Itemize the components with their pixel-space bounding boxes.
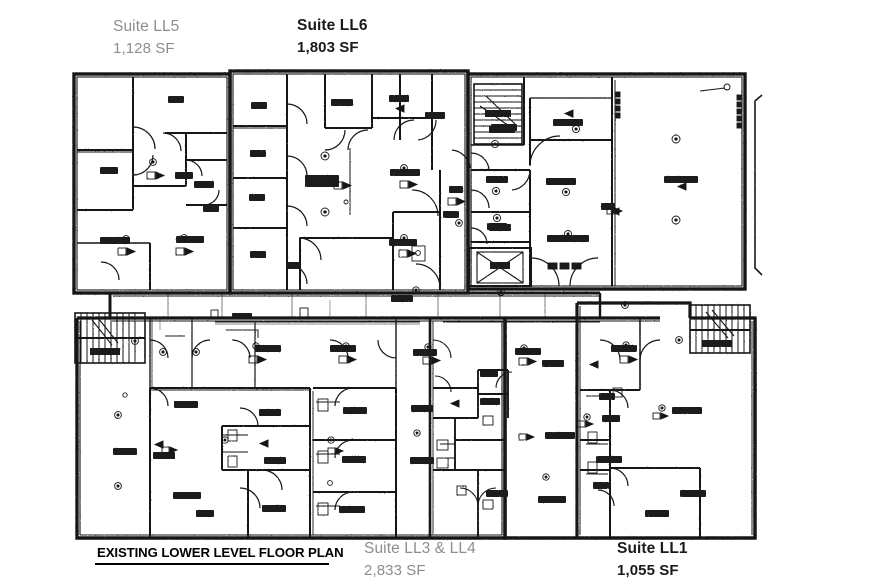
partitions-upper-right <box>470 77 616 286</box>
central-corridor <box>108 291 602 318</box>
door-swings-upper-right <box>451 135 599 287</box>
door-swings-upper-middle <box>286 103 441 289</box>
fixtures-upper-right <box>547 91 742 270</box>
suite-area-ll3-ll4: 2,833 SF <box>364 562 426 580</box>
suite-callout-ll3-ll4: Suite LL3 & LL4 2,833 SF <box>364 538 476 582</box>
stair-lower-right <box>689 304 751 354</box>
stair-upper-right <box>473 83 523 145</box>
casework-and-fixtures <box>210 245 623 516</box>
stair-lower-left <box>74 312 146 364</box>
suite-name-ll5: Suite LL5 <box>113 18 180 35</box>
suite-callout-ll6: Suite LL6 1,803 SF <box>297 15 368 59</box>
exterior-walls-lower <box>75 301 757 540</box>
partitions-suite-ll1 <box>580 318 701 538</box>
plumbing-tap-detail <box>165 329 259 338</box>
suite-name-ll6: Suite LL6 <box>297 17 368 34</box>
suite-callout-ll1: Suite LL1 1,055 SF <box>617 538 688 582</box>
suite-name-ll3-ll4: Suite LL3 & LL4 <box>364 540 476 557</box>
corridor-service-lines <box>159 300 600 330</box>
suite-area-ll1: 1,055 SF <box>617 562 679 580</box>
suite-name-ll1: Suite LL1 <box>617 540 688 557</box>
ceiling-device-symbols <box>114 124 683 490</box>
partitions-toilet-core <box>433 369 509 538</box>
building-extent-bracket <box>754 94 763 276</box>
door-swings-upper-left <box>100 126 220 281</box>
door-swings-lower-middle <box>329 339 397 511</box>
plan-title: EXISTING LOWER LEVEL FLOOR PLAN <box>97 545 344 560</box>
door-swings-toilet-core <box>432 339 513 507</box>
suite-area-ll5: 1,128 SF <box>113 40 175 58</box>
sprinkler-riser-note <box>699 83 731 92</box>
exit-sign-symbols <box>117 104 687 455</box>
plan-title-underline <box>95 563 329 566</box>
room-name-tags <box>100 95 706 517</box>
partitions-lower-left <box>149 318 314 538</box>
suite-area-ll6: 1,803 SF <box>297 39 359 57</box>
elevator-shaft <box>468 247 532 287</box>
door-swings-suite-ll1 <box>597 339 661 507</box>
suite-callout-ll5: Suite LL5 1,128 SF <box>113 16 179 60</box>
door-swings-lower-left <box>149 339 283 509</box>
